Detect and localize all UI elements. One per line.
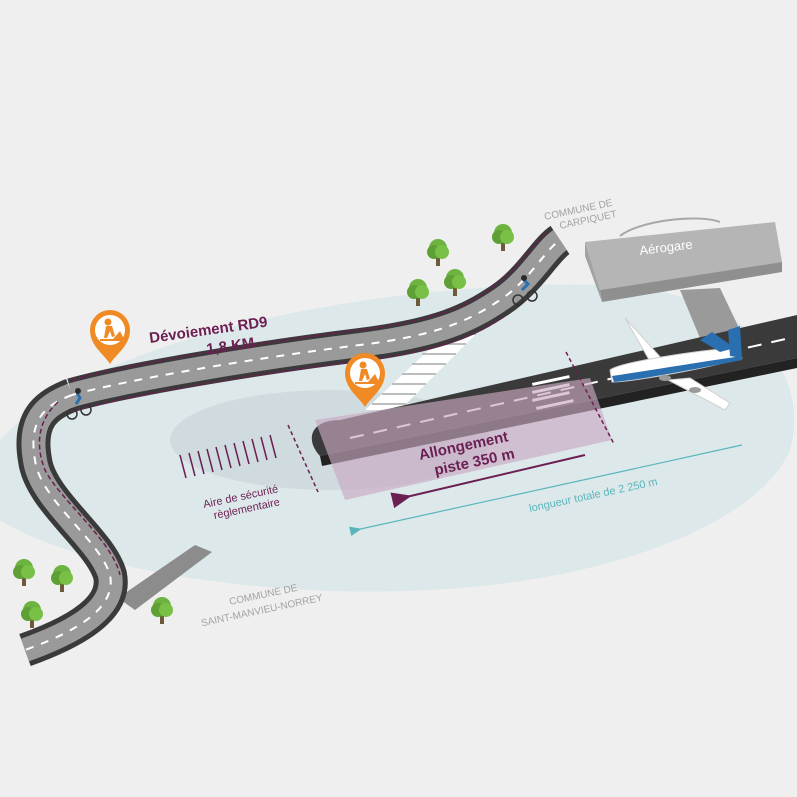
tree-icon xyxy=(151,597,173,624)
plane-icon xyxy=(609,317,743,411)
tree-icon xyxy=(21,601,43,628)
terminal-label: Aérogare xyxy=(639,237,694,258)
extension-arrow xyxy=(390,454,586,509)
safety-area-hatch xyxy=(179,434,277,479)
cyclist-icon xyxy=(66,388,92,420)
pedestrian-crossing xyxy=(365,330,480,410)
tree-icon xyxy=(13,559,35,586)
commune-carpiquet-label: COMMUNE DE CARPIQUET xyxy=(543,197,618,235)
roadwork-pin-icon xyxy=(90,310,130,364)
cyclist-icon xyxy=(512,275,538,306)
tree-icon xyxy=(427,239,449,266)
tree-icon xyxy=(51,565,73,592)
runway-extension-zone xyxy=(287,351,615,500)
terminal-building: Aérogare xyxy=(585,217,782,302)
total-length-arrow xyxy=(349,444,743,536)
tree-icon xyxy=(492,224,514,251)
